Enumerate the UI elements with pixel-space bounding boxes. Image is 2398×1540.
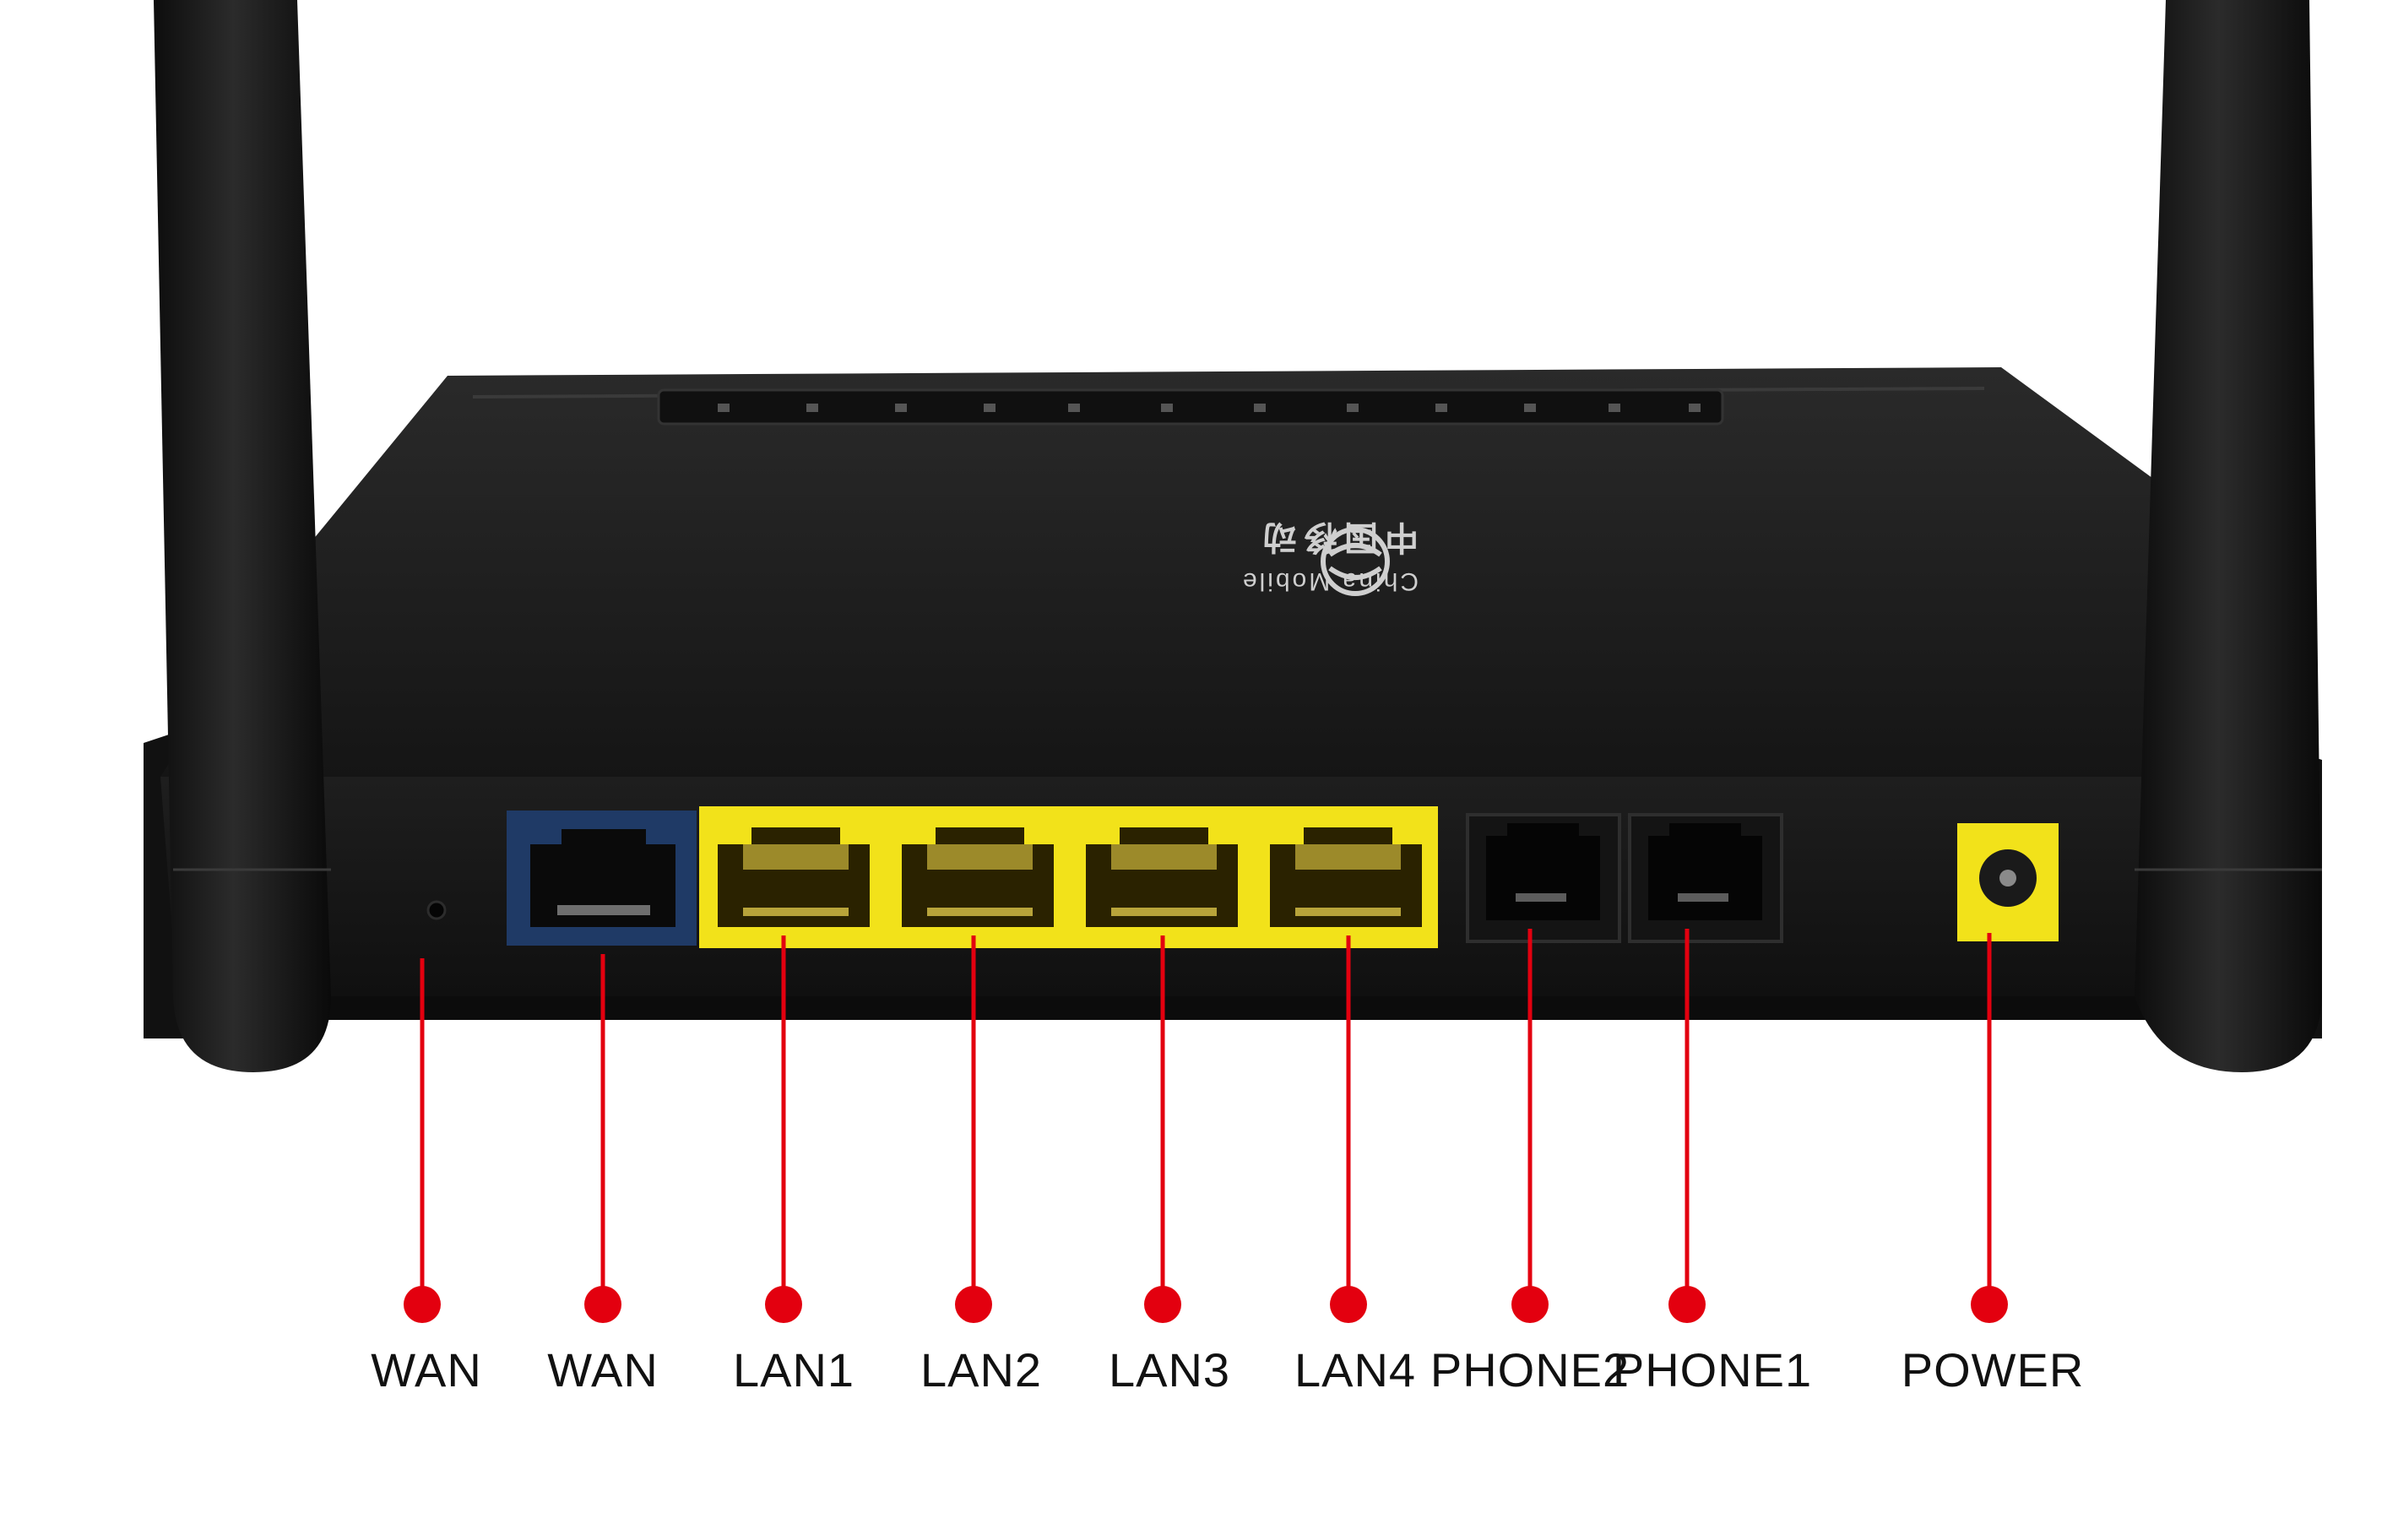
- phone1-rj11-port: [1628, 813, 1783, 943]
- callout-dot-lan4: [1330, 1286, 1367, 1323]
- lan4-rj45-port: [1270, 827, 1422, 927]
- callout-label-lan2: LAN2: [920, 1343, 1043, 1396]
- china-mobile-logo-icon: [1321, 527, 1390, 596]
- led-indicator: [895, 404, 907, 412]
- brand-print: China Mobile 中国移动: [1030, 518, 1419, 595]
- callout-label-phone1: PHONE1: [1612, 1343, 1813, 1396]
- callout-label-lan1: LAN1: [732, 1343, 855, 1396]
- callout-dot-power: [1971, 1286, 2008, 1323]
- led-indicator: [1347, 404, 1359, 412]
- led-indicator-strip: [657, 388, 1724, 426]
- led-indicator: [1524, 404, 1536, 412]
- led-indicator: [1609, 404, 1620, 412]
- callout-dot-lan1: [765, 1286, 802, 1323]
- reset-pinhole: [426, 900, 447, 920]
- lan3-rj45-port: [1086, 827, 1238, 927]
- callout-dot-lan3: [1144, 1286, 1181, 1323]
- led-indicator: [1161, 404, 1173, 412]
- led-indicator: [984, 404, 996, 412]
- led-indicator: [718, 404, 730, 412]
- brand-name-cn: 中国移动: [1256, 518, 1419, 556]
- brand-name-en: China Mobile: [1240, 567, 1419, 595]
- led-indicator: [806, 404, 818, 412]
- callout-label-lan4: LAN4: [1294, 1343, 1417, 1396]
- right-antenna: [2135, 0, 2322, 1072]
- led-indicator: [1068, 404, 1080, 412]
- callout-dot-wan: [584, 1286, 621, 1323]
- callout-dot-lan2: [955, 1286, 992, 1323]
- callout-dot-phone1: [1668, 1286, 1706, 1323]
- left-antenna: [154, 0, 331, 1072]
- callout-label-wan: WAN: [547, 1343, 659, 1396]
- led-indicator: [1689, 404, 1701, 412]
- callout-label-power: POWER: [1901, 1343, 2085, 1396]
- callout-markers: [404, 929, 2008, 1323]
- callout-dot-phone2: [1511, 1286, 1549, 1323]
- led-indicators: [718, 404, 1701, 412]
- led-indicator: [1254, 404, 1266, 412]
- callout-dot-reset: [404, 1286, 441, 1323]
- callout-label-reset: WAN: [371, 1343, 482, 1396]
- callout-label-phone2: PHONE2: [1430, 1343, 1630, 1396]
- lan1-rj45-port: [718, 827, 870, 927]
- callout-label-lan3: LAN3: [1108, 1343, 1231, 1396]
- router-top-surface: [160, 367, 2305, 777]
- wan-rj45-port: [530, 829, 675, 927]
- lan2-rj45-port: [902, 827, 1054, 927]
- power-dc-jack: [1957, 823, 2059, 941]
- phone2-rj11-port: [1466, 813, 1621, 943]
- led-indicator: [1435, 404, 1447, 412]
